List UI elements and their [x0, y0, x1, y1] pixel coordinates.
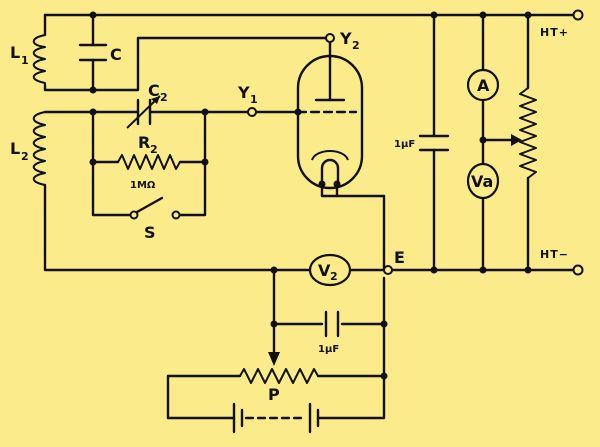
ammeter-a [466, 68, 500, 102]
terminal-ht-plus [572, 9, 584, 21]
inductor-l1 [32, 34, 46, 85]
label-y2: Y [339, 29, 352, 48]
inductor-l2 [32, 111, 46, 186]
terminal-y2 [325, 33, 335, 43]
label-ht-minus: HT− [540, 248, 569, 261]
capacitor-1uf-decoupling [418, 134, 450, 152]
label-e: E [394, 248, 405, 267]
label-meter-va: Va [471, 172, 493, 191]
label-y2-sub: 2 [352, 39, 360, 52]
potentiometer-wiper [481, 134, 522, 146]
label-r2-value: 1MΩ [130, 180, 156, 191]
label-c2-sub: 2 [160, 91, 168, 104]
label-1uf-decoupling: 1μF [394, 139, 415, 150]
voltmeter-v2 [308, 253, 352, 287]
valve-tube [296, 54, 364, 190]
ht-potentiometer [519, 87, 537, 179]
label-c: C [110, 45, 122, 64]
capacitor-1uf-bias [324, 310, 340, 338]
label-r2-sub: 2 [150, 143, 158, 156]
potentiometer-p [239, 368, 319, 384]
capacitor-c [78, 43, 108, 62]
label-p: P [268, 385, 280, 404]
label-y1-sub: 1 [250, 93, 258, 106]
variable-capacitor-c2 [126, 95, 161, 129]
terminal-y1 [247, 107, 257, 117]
label-s: S [144, 223, 156, 242]
label-y1: Y [237, 83, 250, 102]
label-meter-v2: V [318, 261, 331, 280]
label-c2: C [148, 81, 160, 100]
potentiometer-p-wiper [268, 352, 280, 366]
label-r2: R [138, 133, 150, 152]
label-meter-a: A [477, 76, 490, 95]
battery [232, 402, 320, 434]
switch-s [129, 196, 181, 220]
voltmeter-va [466, 162, 500, 200]
label-l2-sub: 2 [21, 150, 29, 163]
resistor-r2 [117, 154, 181, 170]
label-ht-plus: HT+ [540, 26, 569, 39]
label-1uf-bias: 1μF [318, 344, 339, 355]
wiring [43, 13, 580, 420]
label-l2: L [10, 139, 20, 158]
label-l1: L [10, 43, 20, 62]
label-l1-sub: 1 [21, 54, 29, 67]
terminal-e [383, 265, 393, 275]
label-meter-v2-sub: 2 [330, 270, 338, 283]
junction-dots [89, 11, 532, 380]
terminal-ht-minus [572, 264, 584, 276]
